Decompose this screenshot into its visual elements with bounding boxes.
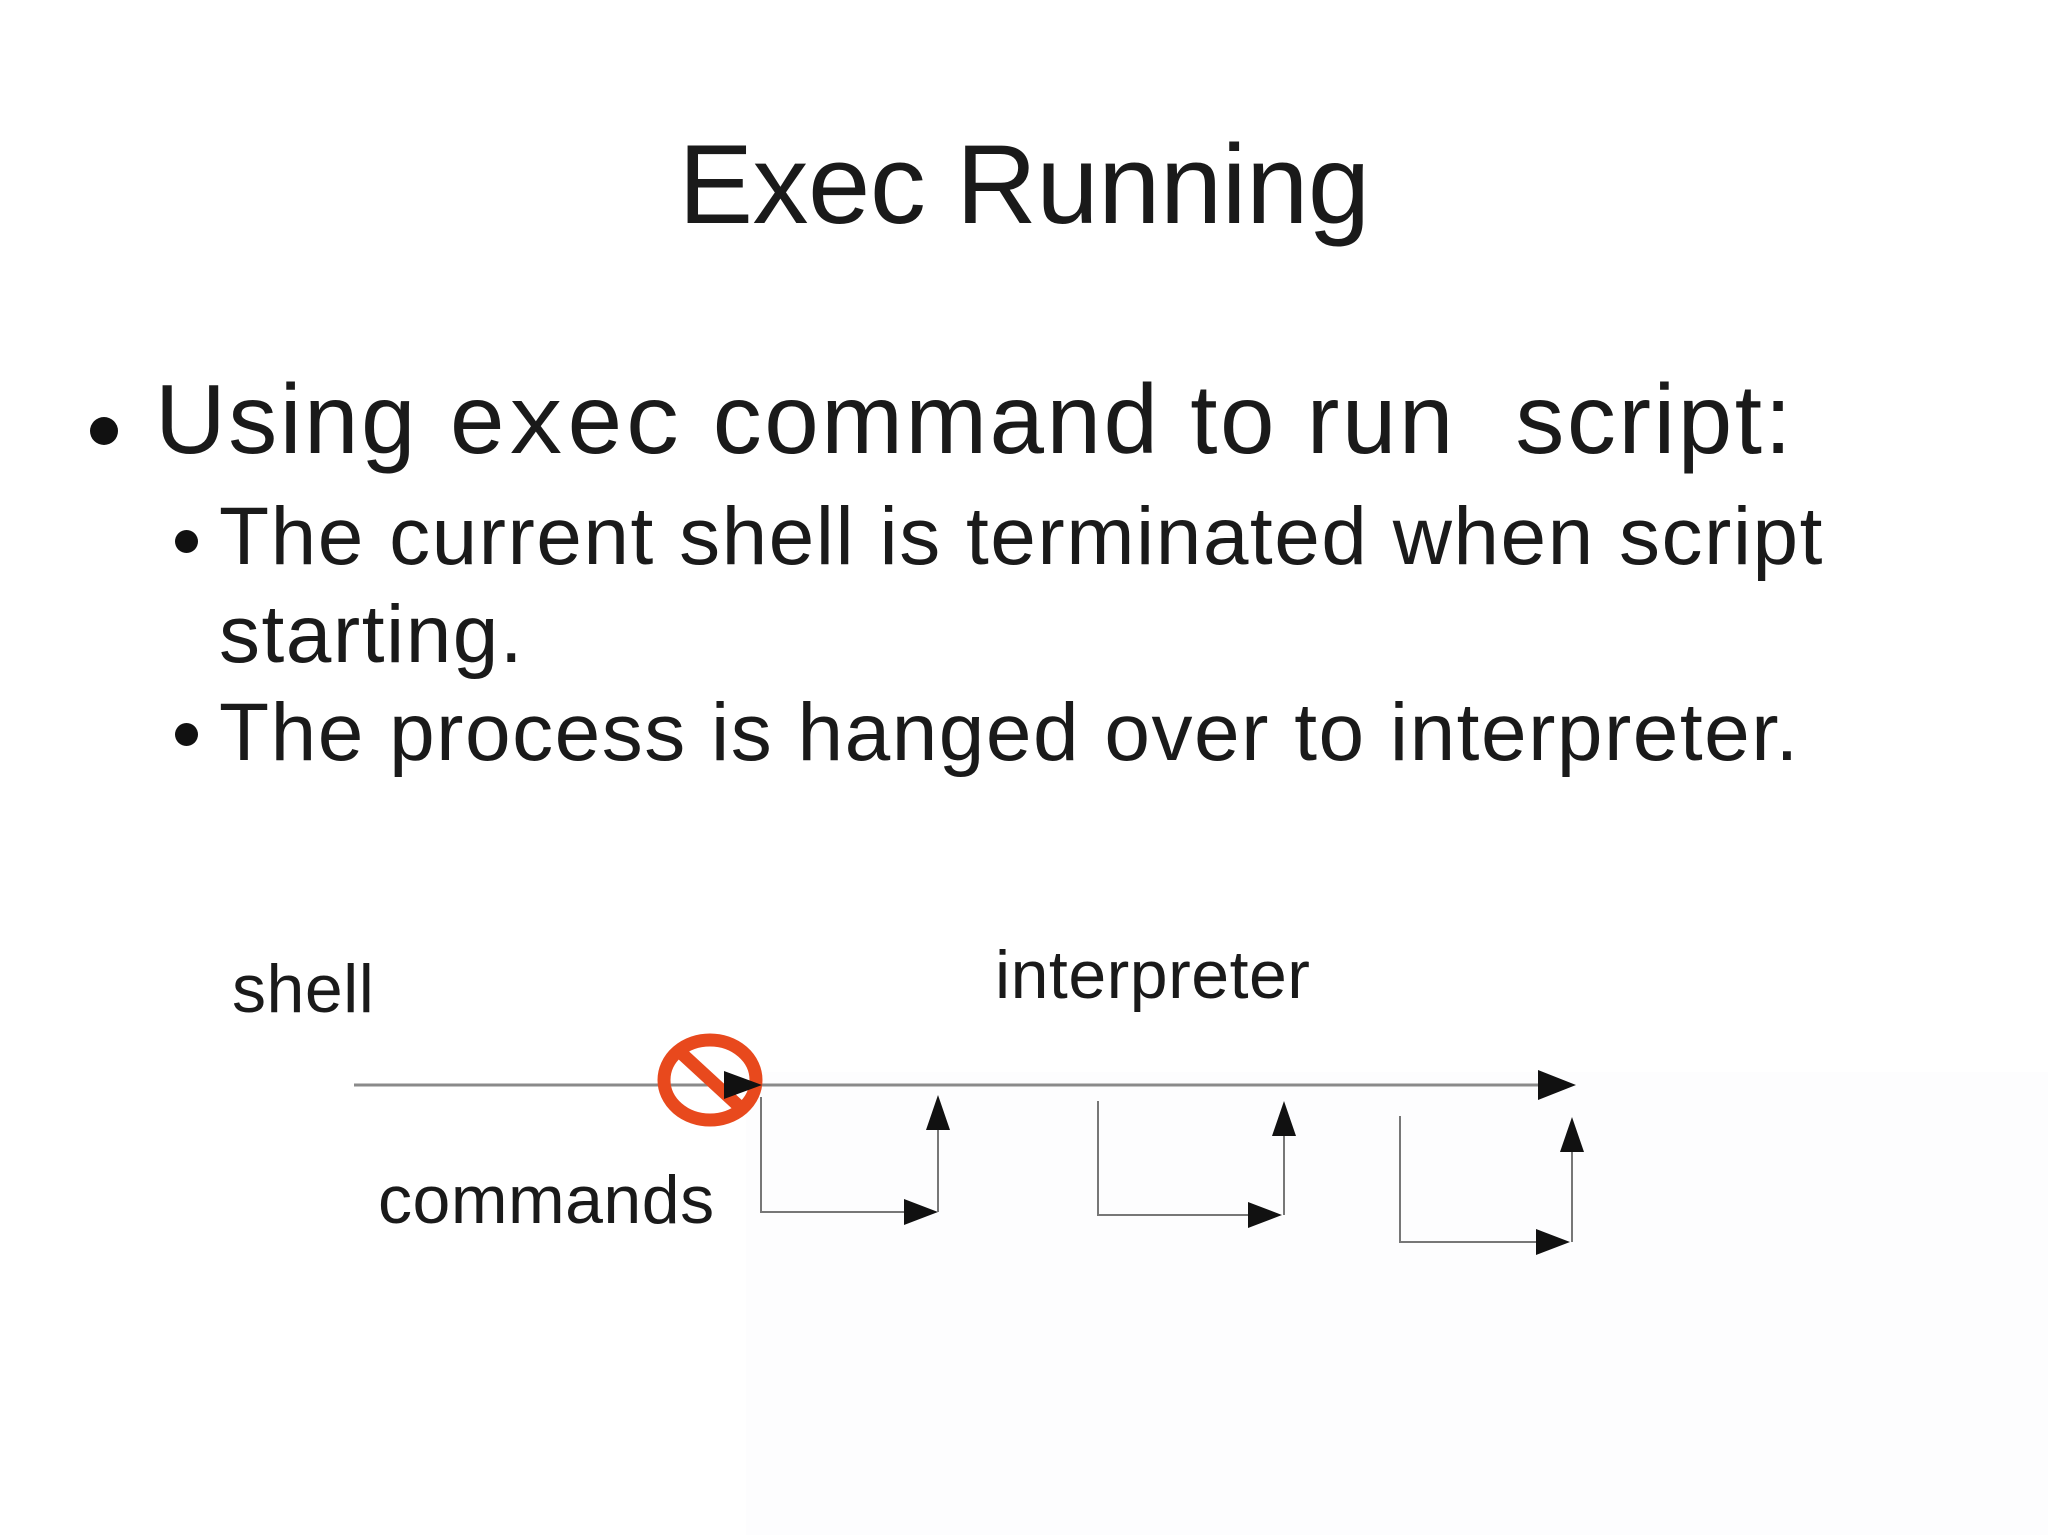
command-loop3-up-arrowhead-icon	[1560, 1117, 1584, 1152]
command-loop1-line	[760, 1097, 906, 1213]
handover-arrowhead-icon	[724, 1071, 762, 1099]
interpreter-label: interpreter	[995, 937, 1311, 1013]
commands-label: commands	[378, 1162, 715, 1238]
bullet-main-text-post: command to run script:	[683, 364, 1795, 474]
command-loop2-line	[1097, 1101, 1250, 1216]
bullet-main-code-exec: exec	[447, 372, 684, 483]
sub-bullet-terminated-line1: The current shell is terminated when scr…	[219, 491, 1824, 582]
prohibition-sign-icon	[657, 1033, 763, 1127]
bullet-dot-level1	[90, 417, 118, 445]
bullet-main: Using exec command to run script:	[155, 362, 2015, 485]
command-loop3-line	[1399, 1116, 1538, 1243]
command-loop1-up-arrowhead-icon	[926, 1095, 950, 1130]
sub-bullet-terminated-line2: starting.	[219, 589, 525, 680]
sub-bullet-hanged: The process is hanged over to interprete…	[219, 684, 1919, 782]
command-loop1-right-arrowhead-icon	[904, 1199, 938, 1225]
diagram-picture-background	[746, 1072, 2048, 1535]
command-loop2-up-arrowhead-icon	[1272, 1101, 1296, 1136]
bullet-main-text-pre: Using	[155, 364, 448, 474]
timeline-end-arrowhead-icon	[1538, 1070, 1576, 1100]
bullet-dot-level2-first	[175, 530, 198, 553]
shell-label: shell	[232, 951, 375, 1027]
command-loop2-right-arrowhead-icon	[1248, 1202, 1282, 1228]
sub-bullet-terminated: The current shell is terminated when scr…	[219, 488, 1919, 684]
prohibition-slash	[674, 1046, 747, 1114]
bullet-dot-level2-second	[175, 723, 198, 746]
prohibition-ring	[657, 1033, 763, 1127]
sub-bullet-hanged-line1: The process is hanged over to interprete…	[219, 687, 1800, 778]
command-loop3-right-arrowhead-icon	[1536, 1229, 1570, 1255]
slide-title: Exec Running	[678, 122, 1370, 247]
